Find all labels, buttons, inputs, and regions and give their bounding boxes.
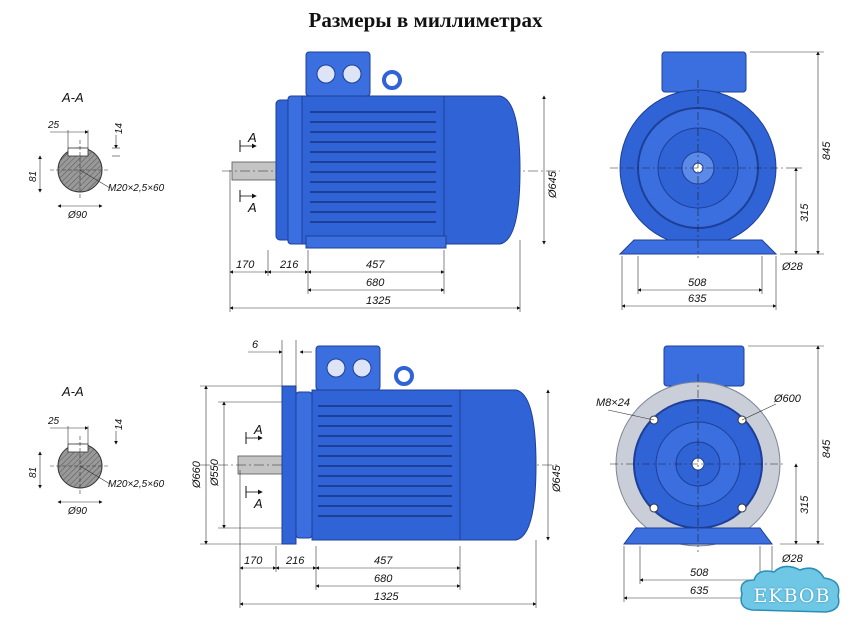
motor-side-view-bottom: А А [191,339,563,608]
section-label: А-А [61,384,84,399]
svg-text:216: 216 [285,555,305,567]
page-title: Размеры в миллиметрах [308,8,543,32]
dim-457: 457 [366,259,385,271]
svg-text:А: А [247,200,257,215]
foot-hole-28: Ø28 [781,261,804,273]
svg-text:1325: 1325 [374,591,399,603]
logo-text: EKBOB [753,585,831,607]
svg-text:170: 170 [244,555,263,567]
svg-text:А: А [253,496,263,511]
diameter-550: Ø550 [209,458,221,487]
diameter-660: Ø660 [191,460,203,489]
dim-680: 680 [366,277,385,289]
svg-text:Ø28: Ø28 [781,553,804,565]
motor-front-view-top: 845 315 Ø28 508 635 [610,51,833,310]
svg-text:14: 14 [114,418,125,430]
shaft-section-top: А-А 25 14 81 М20×2,5×60 Ø90 [28,90,165,221]
svg-text:81: 81 [28,467,39,478]
diameter-645: Ø645 [551,464,563,493]
dim-1325: 1325 [366,295,391,307]
key-width-dim: 25 [47,120,60,131]
bolt-holes-m8: М8×24 [596,397,630,409]
svg-text:635: 635 [690,585,709,597]
diameter-645: Ø645 [547,170,559,199]
brand-logo [740,565,840,613]
svg-text:845: 845 [821,439,833,458]
svg-text:Ø90: Ø90 [67,506,87,517]
thread-dim: М20×2,5×60 [108,183,165,194]
shaft-diameter-dim: Ø90 [67,210,87,221]
shaft-section-bottom: А-А 25 14 81 М20×2,5×60 Ø90 [28,384,165,517]
svg-text:457: 457 [374,555,393,567]
height-315: 315 [799,203,811,222]
section-mark-a: А [247,130,257,145]
svg-text:25: 25 [47,416,60,427]
svg-text:315: 315 [799,495,811,514]
svg-text:М20×2,5×60: М20×2,5×60 [108,479,165,490]
dim-216: 216 [279,259,299,271]
flange-thickness-6: 6 [252,339,259,351]
key-depth-dim: 14 [114,122,125,134]
svg-text:680: 680 [374,573,393,585]
motor-front-view-bottom: М8×24 Ø600 845 315 Ø28 508 635 [596,345,833,602]
width-635: 635 [688,293,707,305]
dim-170: 170 [236,259,255,271]
diameter-600: Ø600 [773,393,802,405]
height-845: 845 [821,141,833,160]
svg-text:А: А [253,422,263,437]
width-508: 508 [688,277,707,289]
section-label: А-А [61,90,84,105]
motor-side-view-top: А А Ø645 [222,51,560,312]
svg-text:508: 508 [690,567,709,579]
shaft-height-dim: 81 [28,171,39,182]
